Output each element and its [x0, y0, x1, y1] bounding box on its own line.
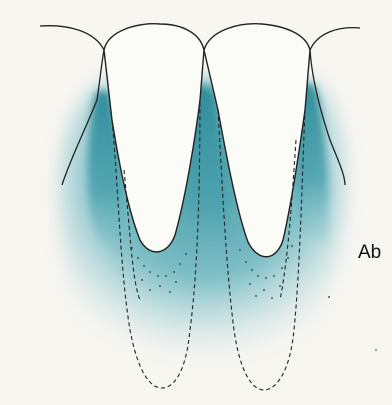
- crown-top-right: [310, 28, 360, 50]
- crown-top-left: [40, 26, 104, 50]
- figure-caption: Ab: [358, 243, 381, 262]
- speck: [375, 349, 377, 351]
- speck: [328, 296, 330, 298]
